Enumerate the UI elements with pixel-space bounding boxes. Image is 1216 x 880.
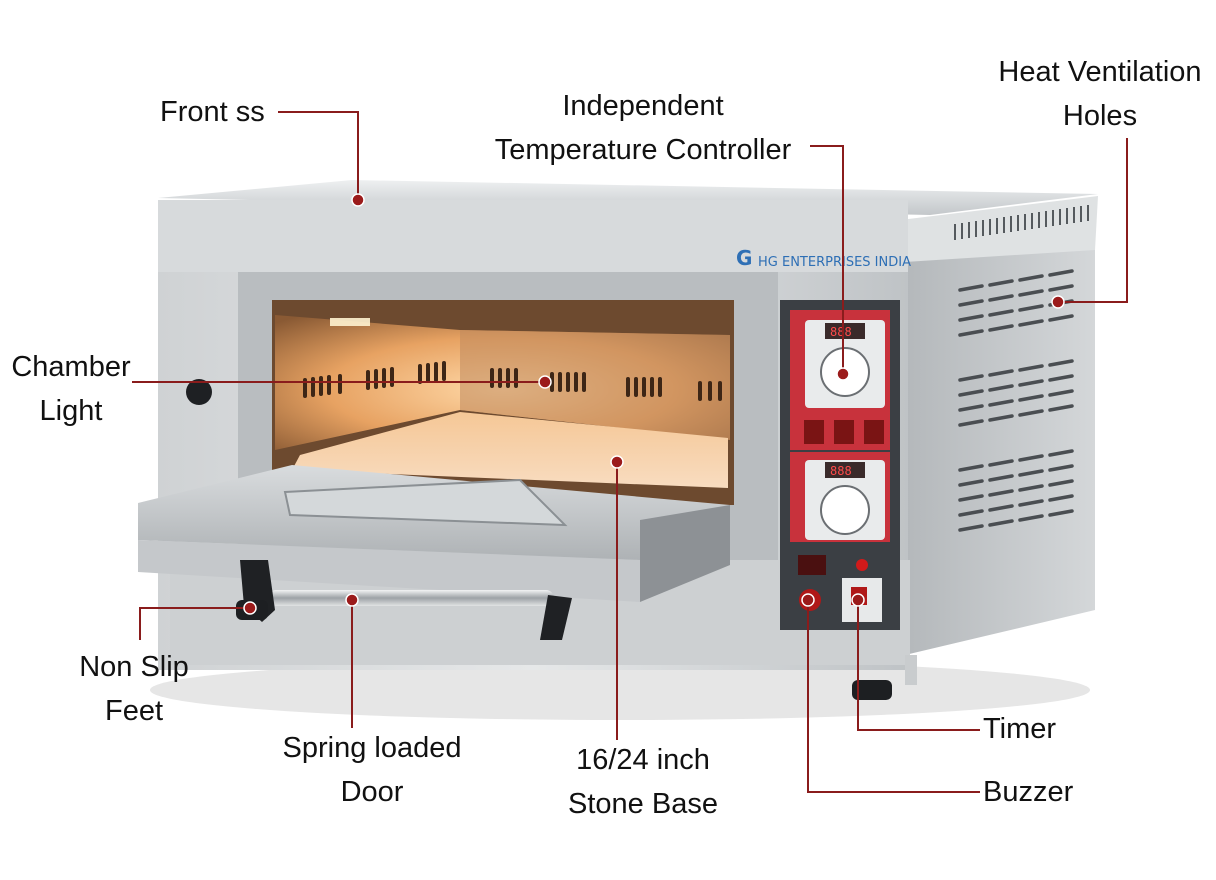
- foot-right: [852, 680, 892, 700]
- dot-spring-door: [345, 593, 359, 607]
- label-chamber-light-line2: Light: [39, 395, 103, 427]
- temp-display-top: 888: [830, 325, 852, 339]
- indicator-lamp: [856, 559, 868, 571]
- label-temp-controller: Independent Temperature Controller: [470, 84, 816, 172]
- leader-heat-vent: [1058, 138, 1128, 303]
- control-panel: 888 888: [780, 300, 900, 630]
- brand-name: HG ENTERPRISES INDIA: [758, 255, 911, 270]
- leader-timer: [857, 600, 980, 731]
- label-buzzer: Buzzer: [983, 770, 1073, 814]
- dot-front-ss: [351, 193, 365, 207]
- leader-temp-controller: [810, 145, 844, 374]
- dot-temp-controller: [836, 367, 850, 381]
- label-front-ss: Front ss: [160, 90, 265, 134]
- label-front-ss-line1: Front ss: [160, 96, 265, 128]
- label-chamber-light: Chamber Light: [2, 345, 140, 433]
- stone-base: [292, 412, 728, 488]
- temp-display-bottom: 888: [830, 464, 852, 478]
- left-knob[interactable]: [186, 379, 212, 405]
- label-timer-line1: Timer: [983, 713, 1057, 745]
- temperature-dial-bottom[interactable]: [820, 485, 870, 535]
- label-spring-door-line1: Spring loaded: [282, 732, 462, 764]
- oven-side-panel: [900, 196, 1098, 655]
- label-stone-base: 16/24 inch Stone Base: [553, 738, 733, 826]
- label-stone-base-line1: 16/24 inch: [576, 744, 710, 776]
- rocker-switch-3[interactable]: [864, 420, 884, 444]
- label-heat-vent-line2: Holes: [1062, 100, 1138, 132]
- brand-logo: G HG ENTERPRISES INDIA: [736, 246, 911, 270]
- label-non-slip-line1: Non Slip: [79, 651, 189, 683]
- label-chamber-light-line1: Chamber: [11, 351, 131, 383]
- chamber-light-lamp: [330, 318, 370, 326]
- dot-buzzer: [801, 593, 815, 607]
- rocker-switch-1[interactable]: [804, 420, 824, 444]
- label-temp-controller-line2: Temperature Controller: [494, 134, 792, 166]
- leader-non-slip: [139, 607, 250, 640]
- floor-shadow: [150, 660, 1090, 720]
- label-spring-door-line2: Door: [340, 776, 404, 808]
- chamber-vents: [303, 361, 722, 401]
- label-temp-controller-line1: Independent: [562, 90, 724, 122]
- leader-dots: [243, 193, 1065, 615]
- label-stone-base-line2: Stone Base: [568, 788, 718, 820]
- label-buzzer-line1: Buzzer: [983, 776, 1074, 808]
- label-non-slip: Non Slip Feet: [64, 645, 204, 733]
- leader-buzzer: [807, 600, 980, 793]
- dot-heat-vent: [1051, 295, 1065, 309]
- label-heat-vent: Heat Ventilation Holes: [984, 50, 1216, 138]
- leader-front-ss: [278, 111, 359, 200]
- brand-logo-letter: G: [736, 246, 752, 270]
- oven-door: [138, 465, 730, 602]
- label-heat-vent-line1: Heat Ventilation: [998, 56, 1202, 88]
- dot-stone-base: [610, 455, 624, 469]
- dot-non-slip: [243, 601, 257, 615]
- rocker-switch-2[interactable]: [834, 420, 854, 444]
- dot-chamber-light: [538, 375, 552, 389]
- label-spring-door: Spring loaded Door: [266, 726, 478, 814]
- front-ss-panel: [158, 200, 908, 272]
- leader-lines: [132, 111, 1128, 793]
- label-timer: Timer: [983, 707, 1056, 751]
- label-non-slip-line2: Feet: [104, 695, 164, 727]
- dot-timer: [851, 593, 865, 607]
